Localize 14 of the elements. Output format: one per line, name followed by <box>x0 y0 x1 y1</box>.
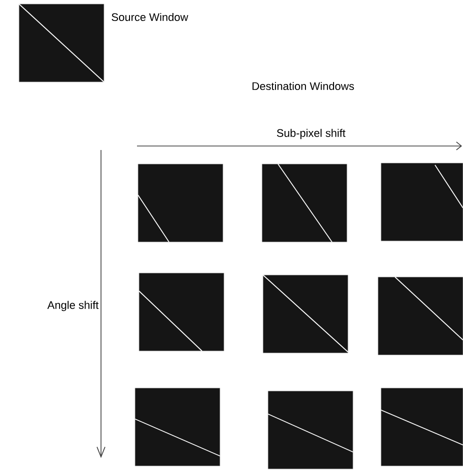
axis-label: Sub-pixel shift <box>276 128 346 140</box>
window-drawing <box>268 390 354 470</box>
window-drawing <box>380 162 463 242</box>
window-drawing <box>138 272 224 352</box>
axis-label: Angle shift <box>47 300 99 312</box>
heading: Destination Windows <box>252 82 354 90</box>
window-drawing <box>262 274 348 354</box>
window-drawing <box>138 164 224 242</box>
window-drawing <box>378 276 463 356</box>
window-drawing <box>380 388 463 466</box>
window-drawing <box>134 388 220 466</box>
window-drawing <box>262 164 348 242</box>
window-drawing <box>18 4 104 82</box>
window-caption: Source Window <box>112 12 188 22</box>
